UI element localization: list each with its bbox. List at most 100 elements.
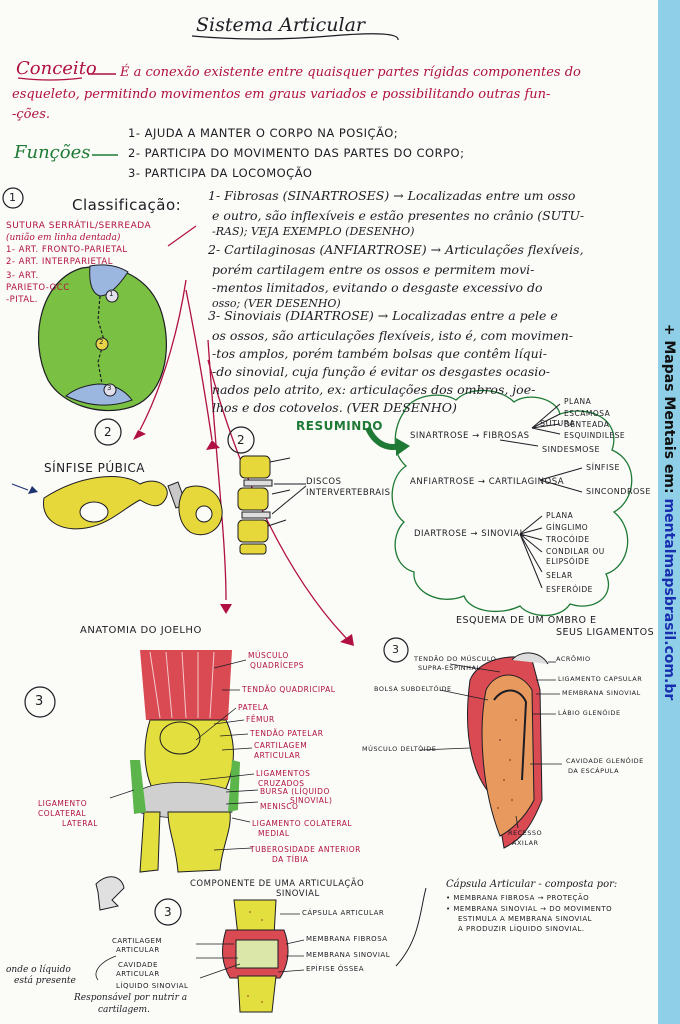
summary-sin-1: PLANA — [546, 511, 574, 520]
skull-pointer — [167, 225, 197, 247]
circle-1-number: 1 — [9, 191, 16, 204]
skull-suture-title: SUTURA SERRÁTIL/SERREADA — [6, 221, 152, 231]
knee-label-4: PATELA — [238, 703, 269, 712]
skull-item-4: PARIETO-OCC — [6, 283, 70, 293]
summary-sin-2: GÍNGLIMO — [546, 523, 589, 532]
shoulder-label-8: MÚSCULO DELTÓIDE — [362, 745, 437, 753]
spine-circle-number: 2 — [237, 433, 245, 447]
summary-branches — [499, 403, 583, 589]
spine-label-1: DISCOS — [306, 477, 342, 487]
joint-label-4: ARTICULAR — [116, 970, 160, 978]
summary-diartrose: DIARTROSE → SINOVIAL — [414, 529, 525, 539]
knee-left-label-3: LATERAL — [62, 819, 98, 828]
knee-title: ANATOMIA DO JOELHO — [80, 625, 202, 636]
arrow-to-pubic — [139, 279, 187, 431]
shoulder-circle-number: 3 — [392, 643, 399, 656]
skull-item-5: -PITAL. — [6, 295, 38, 305]
joint-note-1: onde o líquido — [6, 965, 71, 975]
circle-3-shoulder — [383, 637, 409, 663]
brand-sidebar — [658, 0, 680, 1024]
circle-2-spine — [227, 426, 255, 454]
capsule-line-3: • MEMBRANA SINOVIAL → DO MOVIMENTO — [446, 905, 613, 913]
skull-mark-1: 1 — [109, 290, 114, 298]
summary-sutura: SUTURA — [540, 419, 576, 428]
knee-label-3: TENDÃO QUADRICIPAL — [242, 685, 336, 694]
joint-note-3: Responsável por nutrir a — [74, 993, 188, 1003]
knee-left-label-1: LIGAMENTO — [38, 799, 88, 808]
knee-drawing — [130, 650, 240, 873]
shoulder-leaders — [419, 661, 562, 829]
function-item-2: 2- PARTICIPA DO MOVIMENTO DAS PARTES DO … — [128, 146, 465, 160]
knee-label-6: TENDÃO PATELAR — [250, 729, 324, 738]
joint-label-1: CARTILAGEM — [112, 937, 162, 945]
capsule-line-4: ESTIMULA A MEMBRANA SINOVIAL — [458, 915, 593, 923]
summary-cart-2: SINCONDROSE — [586, 487, 651, 496]
shoulder-label-7: LÁBIO GLENÓIDE — [558, 709, 621, 717]
synovial-line-6: lhos e dos cotovelos. (VER DESENHO) — [212, 400, 457, 415]
summary-cart-1: SÍNFISE — [586, 463, 621, 472]
fibrous-line-2: e outro, são inflexíveis e estão present… — [212, 208, 585, 223]
shoulder-label-1: TENDÃO DO MÚSCULO — [414, 655, 497, 663]
skull-drawing — [37, 264, 167, 412]
joint-label-5: LÍQUIDO SINOVIAL — [116, 982, 189, 990]
summary-sin-7: ESFERÓIDE — [546, 585, 593, 594]
concept-line-3: -ções. — [12, 107, 50, 122]
spine-label-2: INTERVERTEBRAIS — [306, 488, 391, 498]
shoulder-label-11: RECESSO — [508, 829, 543, 837]
joint-label-7: MEMBRANA FIBROSA — [306, 935, 388, 943]
shoulder-label-5: LIGAMENTO CAPSULAR — [558, 675, 643, 683]
knee-left-label-2: COLATERAL — [38, 809, 87, 818]
shoulder-drawing — [467, 652, 549, 849]
fibrous-line-3: -RAS); VEJA EXEMPLO (DESENHO) — [212, 225, 415, 238]
summary-sin-3: TROCÓIDE — [546, 535, 590, 544]
capsule-bracket — [395, 887, 427, 967]
pubic-label: SÍNFISE PÚBICA — [44, 461, 145, 475]
concept-label: Conceito — [16, 58, 97, 79]
functions-label: Funções — [14, 142, 91, 163]
shoulder-title-2: SEUS LIGAMENTOS — [556, 627, 655, 638]
joint-label-9: EPÍFISE ÓSSEA — [306, 965, 364, 973]
arrow-to-spine — [185, 289, 213, 441]
joint-circle-number: 3 — [164, 905, 172, 919]
circle-3-joint — [154, 898, 182, 926]
circle-3-knee — [24, 686, 56, 718]
knee-label-11: BURSA (LÍQUIDO — [260, 787, 330, 796]
skull-item-1: 1- ART. FRONTO-PARIETAL — [6, 245, 128, 255]
function-item-3: 3- PARTICIPA DA LOCOMOÇÃO — [128, 166, 313, 180]
knee-label-1: MÚSCULO — [248, 651, 289, 660]
knee-label-8: ARTICULAR — [254, 751, 301, 760]
joint-label-6: CÁPSULA ARTICULAR — [302, 909, 385, 917]
summary-sinartrose: SINARTROSE → FIBROSAS — [410, 431, 530, 441]
knee-circle-number: 3 — [35, 694, 44, 709]
shoulder-label-2: SUPRA-ESPINHAL — [418, 664, 481, 672]
curved-arrow — [95, 876, 125, 911]
circle-1 — [2, 187, 24, 209]
knee-label-17: DA TÍBIA — [272, 855, 309, 864]
knee-leaders — [109, 659, 259, 851]
shoulder-label-12: AXILAR — [512, 839, 539, 847]
shoulder-label-10: DA ESCÁPULA — [568, 767, 620, 775]
joint-label-8: MEMBRANA SINOVIAL — [306, 951, 391, 959]
function-item-1: 1- AJUDA A MANTER O CORPO NA POSIÇÃO; — [128, 126, 399, 140]
joint-title-1: COMPONENTE DE UMA ARTICULAÇÃO — [190, 879, 365, 889]
pubic-drawing — [11, 475, 223, 536]
illustrations — [2, 33, 633, 1013]
brand-prefix: + Mapas Mentais em: — [661, 323, 677, 494]
spine-drawing — [237, 455, 307, 555]
knee-label-16: TUBEROSIDADE ANTERIOR — [250, 845, 361, 854]
brand-url[interactable]: mentalmapsbrasil.com.br — [661, 498, 677, 701]
summary-sutura-4: ESQUINDILESE — [564, 431, 626, 440]
summary-sutura-1: PLANA — [564, 397, 592, 406]
cartilaginous-line-1: 2- Cartilaginosas (ANFIARTROSE) → Articu… — [208, 242, 584, 257]
concept-underline — [17, 77, 83, 81]
summary-sin-6: SELAR — [546, 571, 573, 580]
knee-label-2: QUADRÍCEPS — [250, 661, 304, 670]
arrow-to-knee — [207, 339, 227, 601]
fibrous-line-1: 1- Fibrosas (SINARTROSES) → Localizadas … — [208, 188, 576, 203]
shoulder-label-6: MEMBRANA SINOVIAL — [562, 689, 641, 697]
shoulder-title-1: ESQUEMA DE UM OMBRO E — [456, 615, 597, 626]
shoulder-label-4: BOLSA SUBDELTÓIDE — [374, 685, 452, 693]
joint-title-2: SINOVIAL — [276, 889, 320, 899]
joint-label-2: ARTICULAR — [116, 946, 160, 954]
concept-line-1: É a conexão existente entre quaisquer pa… — [120, 65, 581, 80]
